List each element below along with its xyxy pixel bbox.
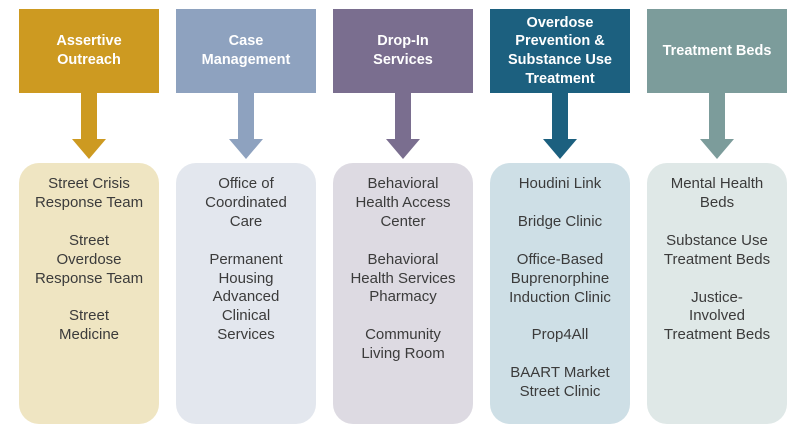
arrow-stem — [395, 93, 411, 139]
list-item: Behavioral Health Access Center — [355, 175, 451, 230]
arrow-head — [700, 139, 734, 159]
list-item: Office of Coordinated Care — [205, 175, 287, 230]
header-case-management: Case Management — [176, 9, 316, 93]
list-item: Office-Based Buprenorphine Induction Cli… — [509, 250, 611, 306]
column-overdose-prevention: Overdose Prevention & Substance Use Trea… — [490, 0, 630, 434]
arrow-head — [543, 139, 577, 159]
column-assertive-outreach: Assertive Outreach Street Crisis Respons… — [19, 0, 159, 434]
arrow-stem — [81, 93, 97, 139]
body-overdose-prevention: Houdini Link Bridge Clinic Office-Based … — [490, 163, 630, 424]
arrow-head — [72, 139, 106, 159]
header-treatment-beds: Treatment Beds — [647, 9, 787, 93]
header-overdose-prevention: Overdose Prevention & Substance Use Trea… — [490, 9, 630, 93]
arrow-head — [386, 139, 420, 159]
arrow-stem — [238, 93, 254, 139]
list-item: Prop4All — [531, 326, 589, 344]
list-item: Permanent Housing Advanced Clinical Serv… — [209, 250, 283, 344]
list-item: Street Medicine — [58, 307, 120, 344]
body-treatment-beds: Mental Health Beds Substance Use Treatme… — [647, 163, 787, 424]
header-assertive-outreach: Assertive Outreach — [19, 9, 159, 93]
list-item: Street Crisis Response Team — [34, 175, 144, 211]
column-drop-in-services: Drop-In Services Behavioral Health Acces… — [333, 0, 473, 434]
list-item: Bridge Clinic — [517, 212, 603, 230]
down-arrow-icon — [700, 93, 734, 159]
column-treatment-beds: Treatment Beds Mental Health Beds Substa… — [647, 0, 787, 434]
down-arrow-icon — [386, 93, 420, 159]
body-assertive-outreach: Street Crisis Response Team Street Overd… — [19, 163, 159, 424]
list-item: Community Living Room — [361, 326, 445, 363]
header-drop-in-services: Drop-In Services — [333, 9, 473, 93]
list-item: Houdini Link — [518, 175, 602, 192]
arrow-head — [229, 139, 263, 159]
list-item: Mental Health Beds — [670, 175, 764, 211]
body-case-management: Office of Coordinated Care Permanent Hou… — [176, 163, 316, 424]
column-case-management: Case Management Office of Coordinated Ca… — [176, 0, 316, 434]
down-arrow-icon — [543, 93, 577, 159]
arrow-stem — [709, 93, 725, 139]
list-item: BAART Market Street Clinic — [510, 364, 610, 401]
down-arrow-icon — [229, 93, 263, 159]
body-drop-in-services: Behavioral Health Access Center Behavior… — [333, 163, 473, 424]
list-item: Substance Use Treatment Beds — [663, 231, 771, 268]
list-item: Street Overdose Response Team — [34, 231, 144, 287]
list-item: Behavioral Health Services Pharmacy — [350, 250, 456, 306]
down-arrow-icon — [72, 93, 106, 159]
arrow-stem — [552, 93, 568, 139]
list-item: Justice- Involved Treatment Beds — [663, 288, 771, 344]
